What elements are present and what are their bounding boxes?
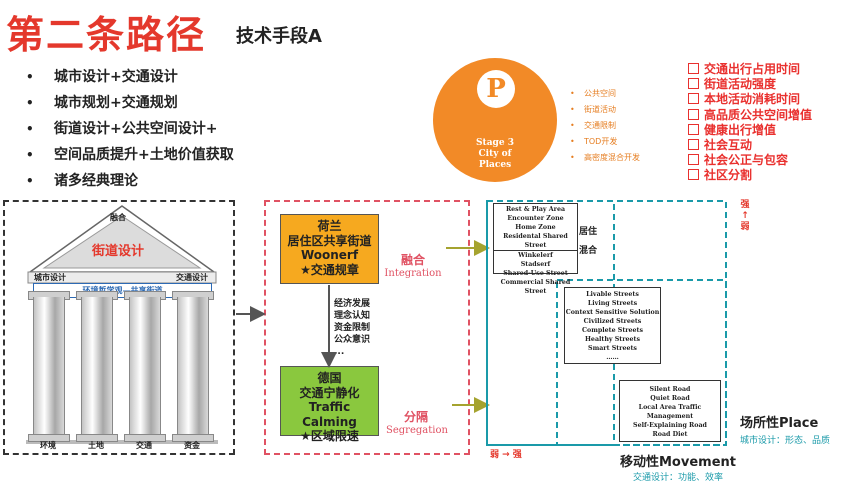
page-title: 第二条路径: [6, 13, 207, 57]
temple-inner-roof: [42, 215, 202, 269]
checkbox-icon: [688, 169, 699, 181]
pillar-label-traffic: 交通: [136, 441, 152, 450]
outcome-item: 社会互动: [688, 138, 812, 153]
pillar-label-funding: 资金: [184, 441, 200, 450]
bullet-item: •城市设计+交通设计: [26, 64, 234, 90]
pillar-base: [76, 434, 118, 442]
stage3-label: Stage 3 City of Places: [476, 138, 514, 170]
outcome-item: 社区分割: [688, 168, 812, 183]
mixed-label: 混合: [579, 246, 598, 256]
bullet-dot-icon: •: [26, 96, 34, 110]
pillar-label-land: 土地: [88, 441, 104, 450]
pillar-traffic: [129, 297, 161, 435]
vertical-axis-label: 强 ↑ 弱: [740, 200, 750, 232]
residential-label: 居住: [579, 227, 598, 237]
street-group-1: Rest & Play Area Encounter Zone Home Zon…: [493, 203, 578, 295]
bullet-dot-icon: •: [26, 148, 34, 162]
checkbox-icon: [688, 123, 699, 135]
pillar-label-environment: 环境: [40, 441, 56, 450]
outcome-item: 社会公正与包容: [688, 153, 812, 168]
temple-right-corner: 交通设计: [176, 273, 208, 282]
factors-list: 经济发展 理念认知 资金限制 公众意识 ...: [334, 299, 371, 357]
bullet-dot-icon: •: [570, 89, 575, 98]
pillar-land: [81, 297, 113, 435]
movement-frame: [556, 279, 727, 446]
place-title: 场所性Place: [740, 416, 819, 431]
outcome-item: 街道活动强度: [688, 77, 812, 92]
bullet-dot-icon: •: [570, 153, 575, 162]
horizontal-axis-label: 弱 → 强: [490, 450, 522, 460]
list-item: •高密度混合开发: [570, 150, 640, 166]
bullet-item: •街道设计+公共空间设计+: [26, 116, 234, 142]
integration-label: 融合 Integration: [384, 253, 442, 279]
temple-left-corner: 城市设计: [34, 273, 66, 282]
street-group-2: Livable Streets Living Streets Context S…: [564, 287, 661, 364]
parking-p-icon: P: [477, 70, 515, 108]
bullet-item: •空间品质提升+土地价值获取: [26, 142, 234, 168]
bullet-list: •城市设计+交通设计 •城市规划+交通规划 •街道设计+公共空间设计+ •空间品…: [26, 64, 234, 194]
place-subtitle: 城市设计：形态、品质: [740, 436, 831, 446]
woonerf-box: 荷兰 居住区共享街道 Woonerf ★交通规章: [280, 214, 379, 284]
outcome-item: 健康出行增值: [688, 123, 812, 138]
pillar-funding: [177, 297, 209, 435]
bullet-item: •城市规划+交通规划: [26, 90, 234, 116]
bullet-dot-icon: •: [26, 122, 34, 136]
movement-subtitle: 交通设计：功能、效率: [633, 473, 724, 483]
street-group-3: Silent Road Quiet Road Local Area Traffi…: [619, 380, 721, 442]
pillar-environment: [33, 297, 65, 435]
temple-frame: [3, 200, 235, 455]
middle-frame: [264, 200, 470, 455]
segregation-label: 分隔 Segregation: [386, 410, 448, 436]
temple-pediment-label: 街道设计: [92, 244, 145, 259]
movement-title: 移动性Movement: [620, 455, 736, 470]
traffic-calming-box: 德国 交通宁静化 Traffic Calming ★区域限速: [280, 366, 379, 443]
outcome-item: 高品质公共空间增值: [688, 108, 812, 123]
outcome-item: 本地活动消耗时间: [688, 92, 812, 107]
list-item: •TOD开发: [570, 134, 640, 150]
checkbox-icon: [688, 154, 699, 166]
page-subtitle: 技术手段A: [236, 26, 322, 47]
bullet-dot-icon: •: [26, 174, 34, 188]
bullet-dot-icon: •: [570, 121, 575, 130]
bullet-dot-icon: •: [570, 137, 575, 146]
stage3-items: •公共空间 •街道活动 •交通限制 •TOD开发 •高密度混合开发: [570, 86, 640, 166]
outcomes-list: 交通出行占用时间 街道活动强度 本地活动消耗时间 高品质公共空间增值 健康出行增…: [688, 62, 812, 184]
checkbox-icon: [688, 63, 699, 74]
pillar-base: [124, 434, 166, 442]
outcome-item: 交通出行占用时间: [688, 62, 812, 77]
pillar-base: [28, 434, 70, 442]
checkbox-icon: [688, 138, 699, 150]
checkbox-icon: [688, 78, 699, 90]
temple-floor: [26, 440, 218, 444]
pillar-base: [172, 434, 214, 442]
list-item: •公共空间: [570, 86, 640, 102]
temple-top-label: 融合: [110, 213, 126, 222]
checkbox-icon: [688, 93, 699, 105]
list-item: •交通限制: [570, 118, 640, 134]
checkbox-icon: [688, 108, 699, 120]
bullet-dot-icon: •: [26, 70, 34, 84]
bullet-dot-icon: •: [570, 105, 575, 114]
list-item: •街道活动: [570, 102, 640, 118]
bullet-item: •诸多经典理论: [26, 168, 234, 194]
